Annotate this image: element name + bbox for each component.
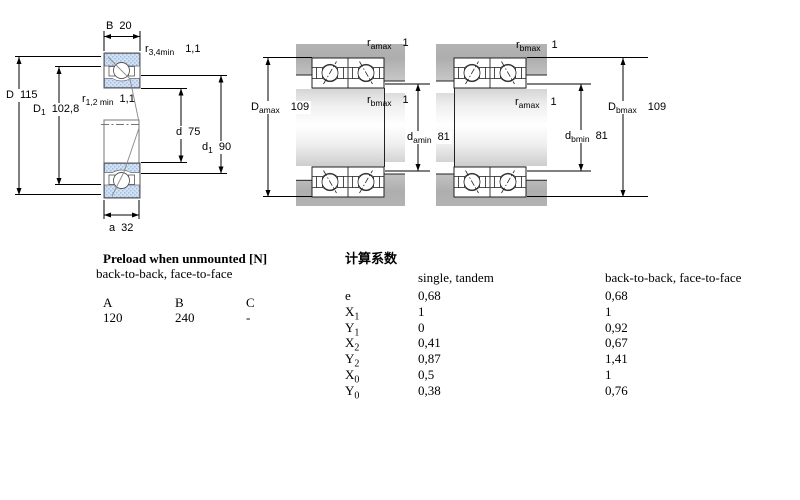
- dimension-arrows-arrangements: [265, 58, 626, 197]
- factors-col1-header: single, tandem: [418, 270, 494, 285]
- factor-symbol: Y2: [345, 351, 360, 370]
- dimension-lines-arrangements: [263, 57, 648, 197]
- factor-row: X1 1 1: [345, 303, 612, 325]
- factor-row: Y0 0,38 0,76: [345, 382, 628, 404]
- factor-value-single: 0,41: [418, 335, 441, 351]
- factor-value-paired: 0,68: [605, 288, 628, 303]
- preload-value-A: 120: [103, 310, 123, 325]
- factor-row: Y1 0 0,92: [345, 319, 628, 341]
- factor-symbol: X2: [345, 335, 360, 354]
- factor-value-single: 0,38: [418, 382, 441, 398]
- factors-title: 计算系数: [345, 251, 398, 266]
- factor-symbol: X0: [345, 367, 360, 386]
- preload-value-C: -: [246, 310, 251, 325]
- factor-symbol: X1: [345, 303, 360, 323]
- preload-subtitle: back-to-back, face-to-face: [96, 266, 233, 281]
- factors-col2-header: back-to-back, face-to-face: [605, 270, 742, 285]
- preload-col-A: A: [103, 295, 113, 310]
- factor-symbol: Y1: [345, 319, 360, 339]
- factor-row: X0 0,5 1: [345, 367, 612, 388]
- factor-value-paired: 1: [605, 303, 612, 319]
- mounting-arrangements: [296, 44, 547, 206]
- preload-col-C: C: [246, 295, 255, 310]
- factor-value-paired: 0,92: [605, 319, 628, 335]
- factor-value-single: 0,5: [418, 367, 435, 382]
- dimension-arrows-left: [16, 34, 224, 218]
- preload-col-B: B: [175, 295, 184, 310]
- factor-value-paired: 1,41: [605, 351, 628, 367]
- factor-value-paired: 1: [605, 367, 612, 382]
- factor-row: X2 0,41 0,67: [345, 335, 628, 356]
- factor-row: e 0,68 0,68: [345, 288, 628, 303]
- preload-value-B: 240: [175, 310, 195, 325]
- factor-value-single: 0,68: [418, 288, 441, 303]
- factor-value-paired: 0,76: [605, 382, 628, 398]
- factor-value-paired: 0,67: [605, 335, 628, 351]
- factor-value-single: 0,87: [418, 351, 441, 367]
- factor-value-single: 0: [418, 319, 425, 335]
- factor-symbol: e: [345, 288, 351, 303]
- preload-title: Preload when unmounted [N]: [103, 251, 268, 266]
- factor-row: Y2 0,87 1,41: [345, 351, 628, 372]
- factor-value-single: 1: [418, 303, 425, 319]
- bearing-cross-section: [101, 52, 141, 199]
- factor-symbol: Y0: [345, 382, 360, 402]
